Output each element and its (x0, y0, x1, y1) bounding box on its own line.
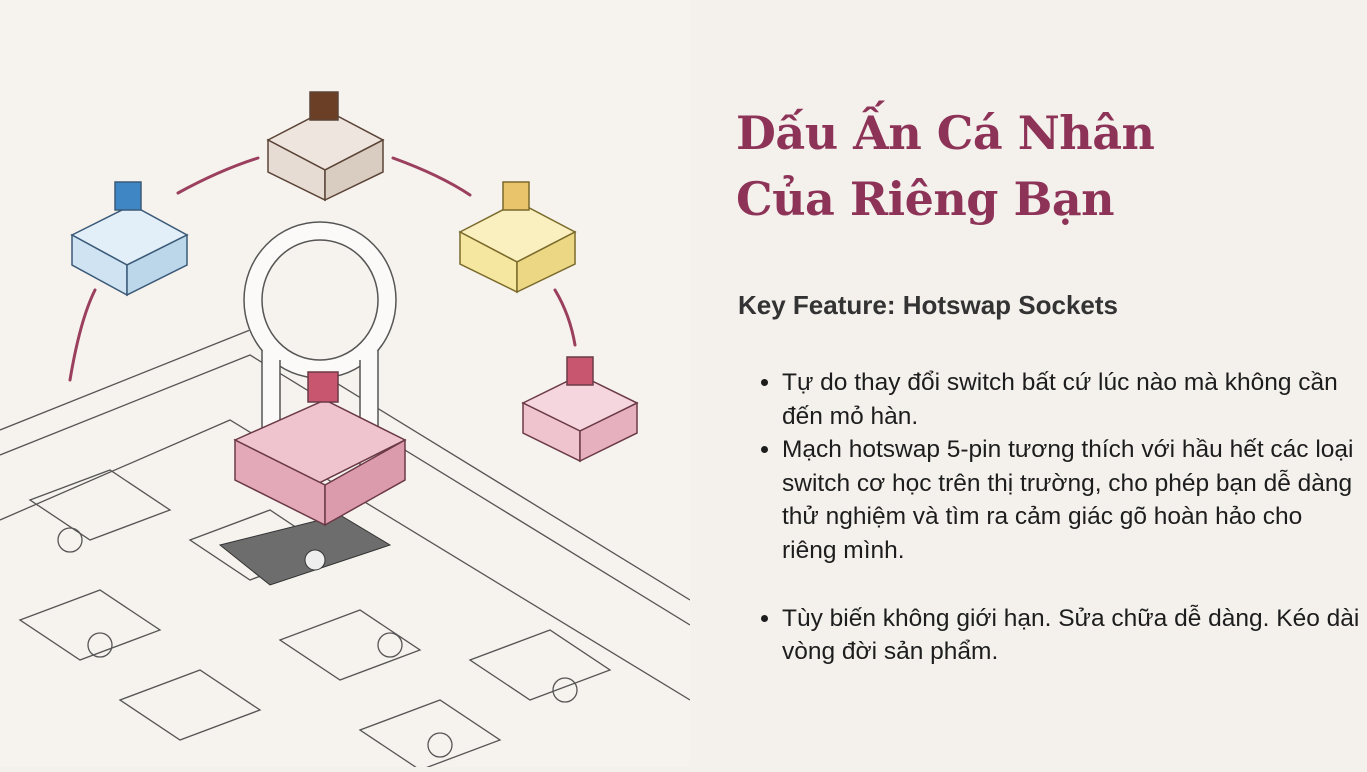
hotswap-illustration (0, 91, 691, 771)
feature-heading: Key Feature: Hotswap Sockets (738, 290, 1119, 320)
bullet-item: Tự do thay đổi switch bất cứ lúc nào mà … (782, 366, 1362, 433)
bullet-item: Mạch hotswap 5-pin tương thích với hầu h… (782, 433, 1362, 567)
selection-arc (68, 156, 577, 382)
switch-blue (70, 181, 189, 297)
slide-title: Dấu Ấn Cá Nhân Của Riêng Bạn (736, 100, 1155, 232)
title-line-2: Của Riêng Bạn (736, 172, 1115, 226)
switch-yellow (458, 181, 577, 294)
hotswap-socket (218, 514, 392, 586)
feature-bullet-list: Tự do thay đổi switch bất cứ lúc nào mà … (758, 366, 1362, 669)
bullet-item: Tùy biến không giới hạn. Sửa chữa dễ dàn… (782, 602, 1362, 669)
switch-pink-installed (233, 371, 407, 527)
switch-brown (266, 91, 385, 202)
switch-pink (521, 356, 639, 463)
keyboard-plate-drawing (0, 91, 691, 771)
socket-grid (18, 469, 612, 771)
title-line-1: Dấu Ấn Cá Nhân (736, 106, 1155, 160)
